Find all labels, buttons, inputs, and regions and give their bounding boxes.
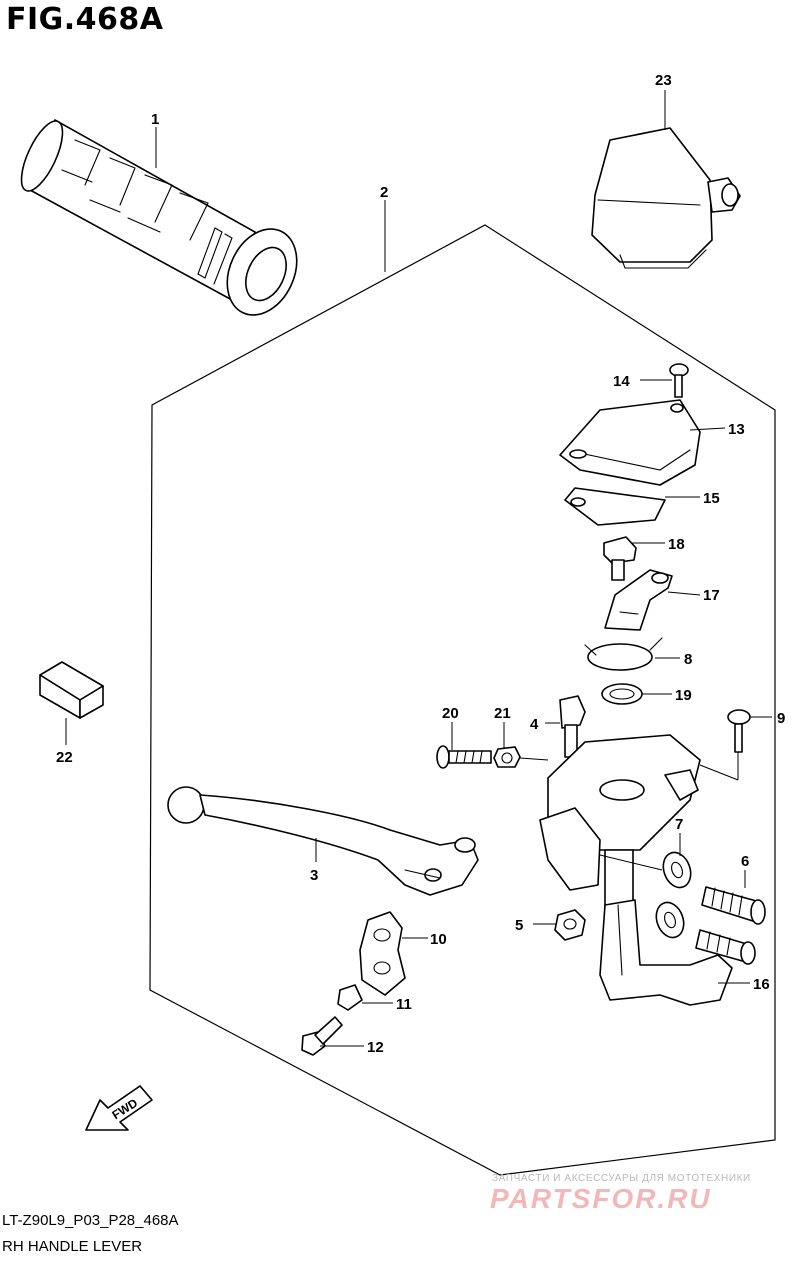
callout-6: 6 bbox=[741, 853, 749, 870]
callout-1: 1 bbox=[151, 111, 159, 128]
assembly-outline bbox=[149, 224, 776, 1176]
master-cylinder-body bbox=[539, 734, 701, 921]
callout-8: 8 bbox=[684, 651, 692, 668]
plate-part-15 bbox=[564, 487, 666, 526]
nut-part-5 bbox=[554, 909, 586, 941]
fwd-arrow: FWD bbox=[85, 1085, 153, 1131]
figure-title: FIG.468A bbox=[6, 2, 164, 37]
callout-13: 13 bbox=[728, 421, 745, 438]
clip-part-8 bbox=[584, 637, 663, 671]
adjuster-part-6 bbox=[701, 886, 766, 925]
callout-16: 16 bbox=[753, 976, 770, 993]
bolt-part-20 bbox=[436, 745, 492, 769]
switch-lever-part-16 bbox=[599, 899, 733, 1006]
switch-bracket-part-17 bbox=[604, 569, 673, 631]
callout-11: 11 bbox=[396, 996, 412, 1013]
pivot-bolt-part-4 bbox=[559, 695, 586, 758]
block-part-22 bbox=[39, 661, 104, 719]
grip-part-1 bbox=[20, 119, 298, 316]
oring-part-19 bbox=[601, 683, 643, 705]
callout-22: 22 bbox=[56, 749, 73, 766]
callout-2: 2 bbox=[380, 184, 388, 201]
bolt-part-12 bbox=[301, 1016, 343, 1056]
screw-part-14 bbox=[669, 363, 689, 398]
bolt-part-18 bbox=[603, 536, 637, 581]
callout-23: 23 bbox=[655, 72, 672, 89]
leader-lines bbox=[65, 90, 772, 1047]
callout-3: 3 bbox=[310, 867, 318, 884]
nut-part-21 bbox=[493, 746, 521, 768]
collar-part-11 bbox=[337, 984, 363, 1011]
brake-lever-part-3 bbox=[167, 786, 479, 896]
model-code: LT-Z90L9_P03_P28_468A bbox=[2, 1212, 179, 1229]
callout-15: 15 bbox=[703, 490, 720, 507]
callout-7: 7 bbox=[675, 816, 683, 833]
part-group-name: RH HANDLE LEVER bbox=[2, 1238, 143, 1255]
callout-19: 19 bbox=[675, 687, 692, 704]
washer-part-7-pair bbox=[655, 901, 685, 939]
adjuster-part-6-pair bbox=[695, 929, 756, 965]
screw-part-9 bbox=[727, 709, 751, 753]
watermark-brand: PARTSFOR.RU bbox=[490, 1183, 712, 1214]
callout-21: 21 bbox=[494, 705, 511, 722]
callout-labels: 1 2 3 4 5 6 7 8 9 10 11 12 13 14 15 16 1… bbox=[56, 72, 785, 1056]
bracket-part-10 bbox=[359, 911, 406, 996]
washer-part-7 bbox=[662, 851, 692, 889]
callout-4: 4 bbox=[530, 716, 539, 733]
callout-18: 18 bbox=[668, 536, 685, 553]
callout-9: 9 bbox=[777, 710, 785, 727]
callout-14: 14 bbox=[613, 373, 630, 390]
cover-part-23 bbox=[591, 127, 741, 269]
callout-5: 5 bbox=[515, 917, 523, 934]
callout-10: 10 bbox=[430, 931, 447, 948]
callout-12: 12 bbox=[367, 1039, 384, 1056]
reservoir-cap-part-13 bbox=[559, 399, 701, 486]
watermark-tagline: ЗАПЧАСТИ И АКСЕССУАРЫ ДЛЯ МОТОТЕХНИКИ bbox=[492, 1173, 751, 1184]
callout-20: 20 bbox=[442, 705, 459, 722]
callout-17: 17 bbox=[703, 587, 720, 604]
